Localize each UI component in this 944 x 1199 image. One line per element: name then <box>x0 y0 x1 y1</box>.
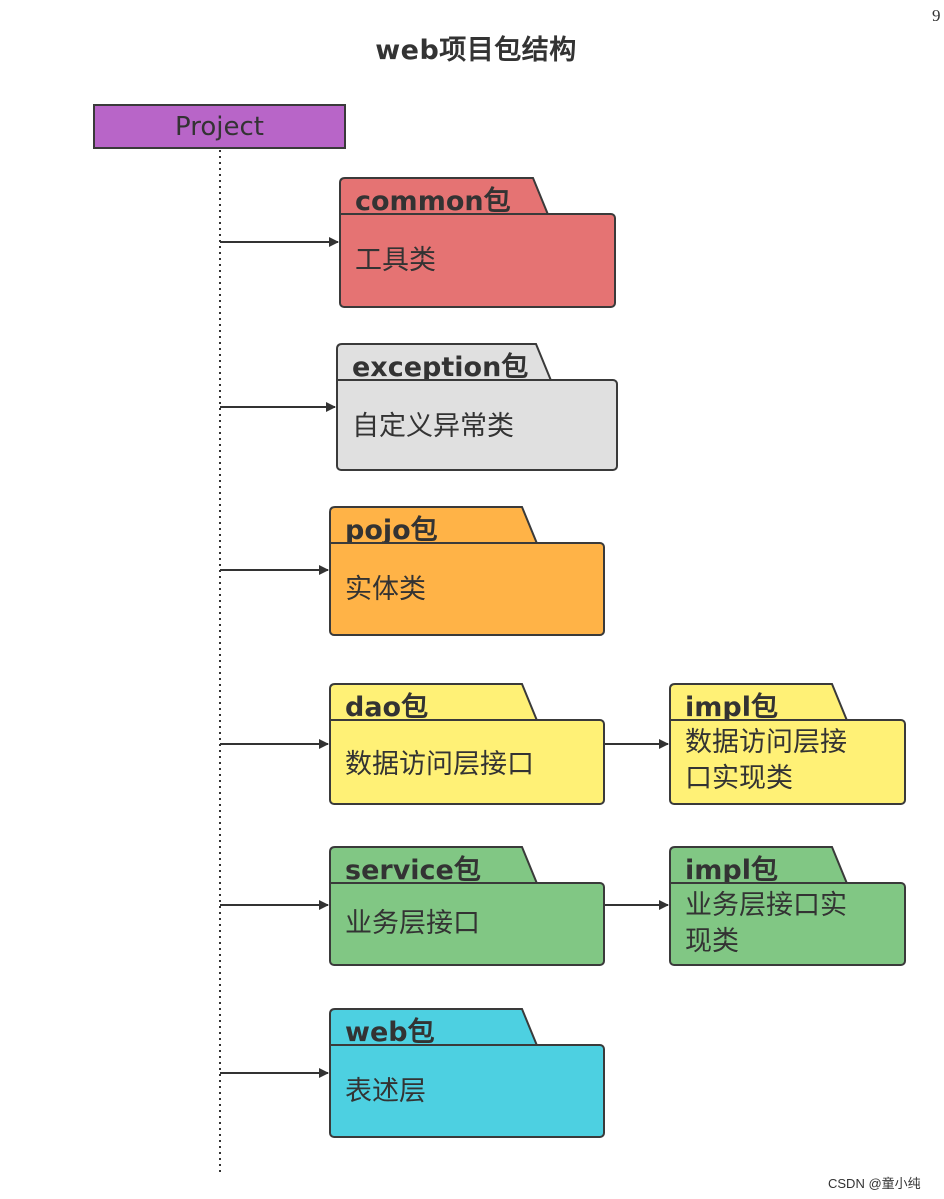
package-service: service包 业务层接口 <box>329 846 605 966</box>
package-body: 实体类 <box>329 542 605 636</box>
watermark: CSDN @童小纯 <box>828 1176 921 1191</box>
package-name: impl包 <box>685 855 778 886</box>
package-tab <box>329 846 539 887</box>
package-description-line-2: 口实现类 <box>685 763 793 794</box>
package-tab <box>329 683 539 724</box>
package-description: 工具类 <box>355 245 436 276</box>
package-tab <box>339 177 550 218</box>
package-name: common包 <box>355 186 511 217</box>
package-name: dao包 <box>345 692 429 723</box>
package-tab <box>329 1008 539 1049</box>
package-body: 工具类 <box>339 213 616 308</box>
package-body: 表述层 <box>329 1044 605 1138</box>
package-dao: dao包 数据访问层接口 <box>329 683 605 805</box>
package-body: 自定义异常类 <box>336 379 618 471</box>
package-body: 业务层接口实 现类 <box>669 882 906 966</box>
package-tab <box>329 506 539 547</box>
package-service-impl: impl包 业务层接口实 现类 <box>669 846 906 966</box>
package-dao-impl: impl包 数据访问层接 口实现类 <box>669 683 906 805</box>
package-description-line-1: 业务层接口实 <box>685 890 847 921</box>
package-description: 自定义异常类 <box>352 411 514 442</box>
package-common: common包 工具类 <box>339 177 616 308</box>
package-tab <box>669 846 849 887</box>
package-body: 数据访问层接口 <box>329 719 605 805</box>
package-name: exception包 <box>352 352 529 383</box>
package-body: 业务层接口 <box>329 882 605 966</box>
package-description: 表述层 <box>345 1076 426 1107</box>
diagram-title: web项目包结构 <box>375 35 577 66</box>
package-web: web包 表述层 <box>329 1008 605 1138</box>
package-description: 数据访问层接口 <box>345 749 534 780</box>
package-tab <box>336 343 553 384</box>
package-name: web包 <box>345 1017 435 1048</box>
package-name: pojo包 <box>345 515 438 546</box>
package-name: service包 <box>345 855 481 886</box>
package-name: impl包 <box>685 692 778 723</box>
corner-mark: 9 <box>932 6 941 25</box>
package-body: 数据访问层接 口实现类 <box>669 719 906 805</box>
package-tab <box>669 683 849 724</box>
package-exception: exception包 自定义异常类 <box>336 343 618 471</box>
project-root-box: Project <box>93 104 346 149</box>
package-description-line-2: 现类 <box>685 926 739 957</box>
package-pojo: pojo包 实体类 <box>329 506 605 636</box>
package-description: 业务层接口 <box>345 908 480 939</box>
package-description-line-1: 数据访问层接 <box>685 727 847 758</box>
package-description: 实体类 <box>345 574 426 605</box>
